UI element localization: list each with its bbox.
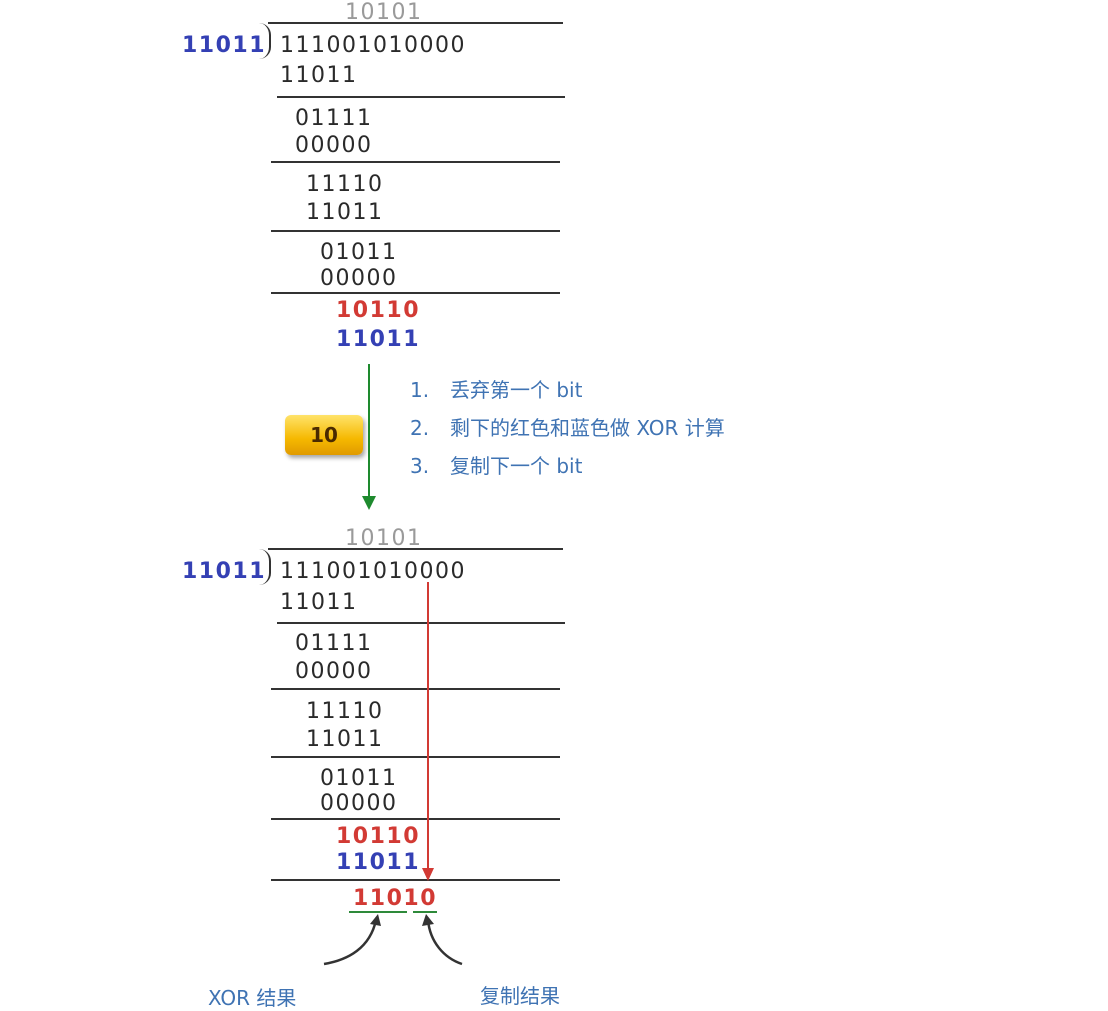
red-row: 10110 bbox=[336, 298, 421, 323]
step-item: 2.剩下的红色和蓝色做 XOR 计算 bbox=[410, 416, 725, 440]
division-bracket bbox=[259, 23, 271, 59]
step-item: 3.复制下一个 bit bbox=[410, 454, 583, 478]
row-value: 01011 bbox=[320, 240, 398, 265]
quotient: 10101 bbox=[345, 0, 423, 25]
copy-result-label: 复制结果 bbox=[480, 984, 560, 1008]
divisor: 11011 bbox=[182, 559, 267, 584]
row-value: 11110 bbox=[306, 172, 384, 197]
divider bbox=[271, 818, 560, 820]
dividend: 111001010000 bbox=[280, 33, 466, 58]
divisor: 11011 bbox=[182, 33, 267, 58]
step-text: 复制下一个 bit bbox=[450, 454, 583, 478]
copy-underline bbox=[413, 911, 437, 913]
xor-result: 11010 bbox=[353, 888, 437, 910]
row-value: 11011 bbox=[280, 63, 358, 88]
divider bbox=[271, 756, 560, 758]
blue-row: 11011 bbox=[336, 850, 421, 875]
quotient: 10101 bbox=[345, 526, 423, 551]
divider bbox=[271, 292, 560, 294]
blue-row: 11011 bbox=[336, 327, 421, 352]
row-value: 00000 bbox=[320, 266, 398, 291]
copied-bit: 0 bbox=[420, 886, 438, 911]
step-text: 剩下的红色和蓝色做 XOR 计算 bbox=[450, 416, 725, 440]
row-value: 00000 bbox=[295, 659, 373, 684]
divider bbox=[277, 96, 565, 98]
curved-arrows-icon bbox=[323, 914, 463, 966]
division-bracket bbox=[259, 549, 271, 585]
red-down-arrow-icon bbox=[422, 582, 434, 881]
red-row: 10110 bbox=[336, 824, 421, 849]
divider bbox=[271, 879, 560, 881]
row-value: 00000 bbox=[295, 133, 373, 158]
step-list: 1.丢弃第一个 bit 2.剩下的红色和蓝色做 XOR 计算 3.复制下一个 b… bbox=[410, 371, 725, 485]
row-value: 01011 bbox=[320, 766, 398, 791]
dividend: 111001010000 bbox=[280, 559, 466, 584]
divider bbox=[271, 688, 560, 690]
green-down-arrow-icon bbox=[362, 364, 376, 510]
row-value: 11011 bbox=[306, 200, 384, 225]
step-badge: 10 bbox=[285, 415, 363, 455]
xor-underline bbox=[349, 911, 407, 913]
divider bbox=[271, 230, 560, 232]
quotient-line bbox=[268, 548, 563, 550]
row-value: 11011 bbox=[280, 590, 358, 615]
row-value: 11110 bbox=[306, 699, 384, 724]
xor-bits: 1101 bbox=[353, 886, 421, 911]
row-value: 11011 bbox=[306, 727, 384, 752]
row-value: 00000 bbox=[320, 791, 398, 816]
divider bbox=[277, 622, 565, 624]
divider bbox=[271, 161, 560, 163]
step-text: 丢弃第一个 bit bbox=[450, 378, 583, 402]
quotient-line bbox=[268, 22, 563, 24]
step-item: 1.丢弃第一个 bit bbox=[410, 378, 583, 402]
row-value: 01111 bbox=[295, 106, 373, 131]
row-value: 01111 bbox=[295, 631, 373, 656]
